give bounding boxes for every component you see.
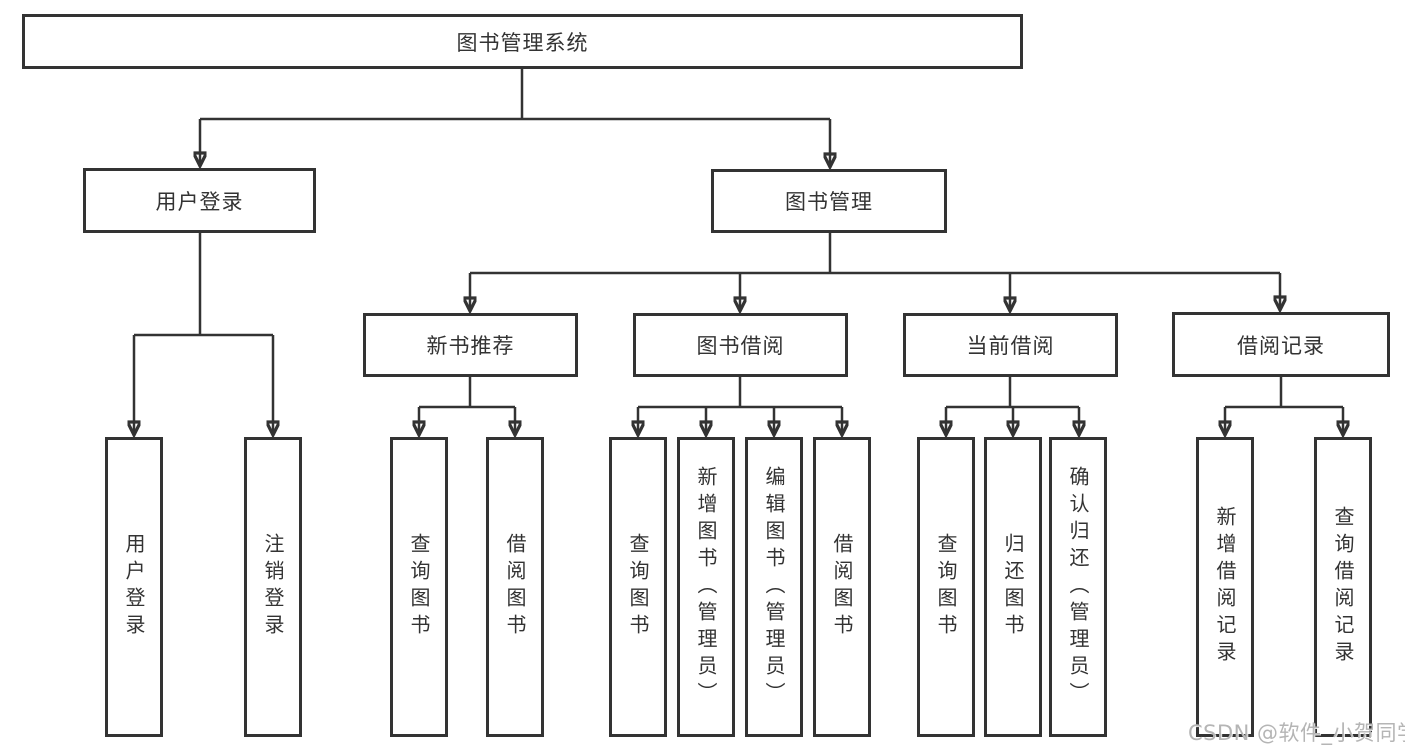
leaf-user-login-label: 用户登录 — [122, 533, 146, 641]
leaf-nb-borrow-books: 借阅图书 — [486, 437, 544, 737]
node-user-login: 用户登录 — [83, 168, 316, 233]
leaf-br-query-record-label: 查询借阅记录 — [1331, 506, 1355, 668]
connector-currentborrow-to-leaves — [946, 377, 1079, 409]
connector-records-to-leaves — [1225, 377, 1343, 409]
node-current-borrow: 当前借阅 — [903, 313, 1118, 377]
leaf-cb-query-books: 查询图书 — [917, 437, 975, 737]
connector-bookmgmt-to-level3 — [470, 233, 1280, 275]
leaf-cb-query-books-label: 查询图书 — [934, 533, 958, 641]
node-borrow-records-label: 借阅记录 — [1237, 333, 1325, 358]
leaf-logout-label: 注销登录 — [261, 533, 285, 641]
leaf-cb-confirm-return-label: 确认归还（管理员） — [1066, 465, 1090, 709]
leaf-br-add-record-label: 新增借阅记录 — [1213, 506, 1237, 668]
node-borrow-records: 借阅记录 — [1172, 312, 1390, 377]
leaf-nb-query-books-label: 查询图书 — [407, 533, 431, 641]
leaf-br-query-record: 查询借阅记录 — [1314, 437, 1372, 737]
leaf-br-add-record: 新增借阅记录 — [1196, 437, 1254, 737]
node-new-book-recommend-label: 新书推荐 — [426, 334, 515, 358]
connector-bookborrow-to-leaves — [638, 377, 842, 409]
leaf-cb-confirm-return: 确认归还（管理员） — [1049, 437, 1107, 737]
leaf-bb-edit-books-label: 编辑图书（管理员） — [762, 465, 786, 709]
connector-newbook-to-leaves — [419, 377, 515, 409]
leaf-nb-borrow-books-label: 借阅图书 — [503, 533, 527, 641]
leaf-nb-query-books: 查询图书 — [390, 437, 448, 737]
connector-root-to-level2 — [200, 69, 830, 121]
leaf-user-login: 用户登录 — [105, 437, 163, 737]
node-user-login-label: 用户登录 — [155, 189, 244, 214]
node-book-borrow: 图书借阅 — [633, 313, 848, 377]
leaf-bb-query-books-label: 查询图书 — [626, 533, 650, 641]
leaf-bb-query-books: 查询图书 — [609, 437, 667, 737]
node-book-management-label: 图书管理 — [785, 190, 873, 214]
node-book-management: 图书管理 — [711, 169, 947, 233]
node-library-management-system: 图书管理系统 — [22, 14, 1023, 69]
node-new-book-recommend: 新书推荐 — [363, 313, 578, 377]
leaf-logout: 注销登录 — [244, 437, 302, 737]
node-library-management-system-label: 图书管理系统 — [456, 30, 589, 55]
leaf-cb-return-books: 归还图书 — [984, 437, 1042, 737]
leaf-bb-add-books-label: 新增图书（管理员） — [694, 465, 718, 709]
node-current-borrow-label: 当前借阅 — [966, 334, 1055, 358]
leaf-bb-add-books: 新增图书（管理员） — [677, 437, 735, 737]
node-book-borrow-label: 图书借阅 — [696, 334, 785, 358]
leaf-bb-edit-books: 编辑图书（管理员） — [745, 437, 803, 737]
csdn-watermark: CSDN @软件_小贺同学 — [1188, 721, 1405, 745]
leaf-bb-borrow-books-label: 借阅图书 — [830, 533, 854, 641]
connector-userlogin-to-leaves — [134, 233, 273, 337]
leaf-bb-borrow-books: 借阅图书 — [813, 437, 871, 737]
leaf-cb-return-books-label: 归还图书 — [1001, 533, 1025, 641]
